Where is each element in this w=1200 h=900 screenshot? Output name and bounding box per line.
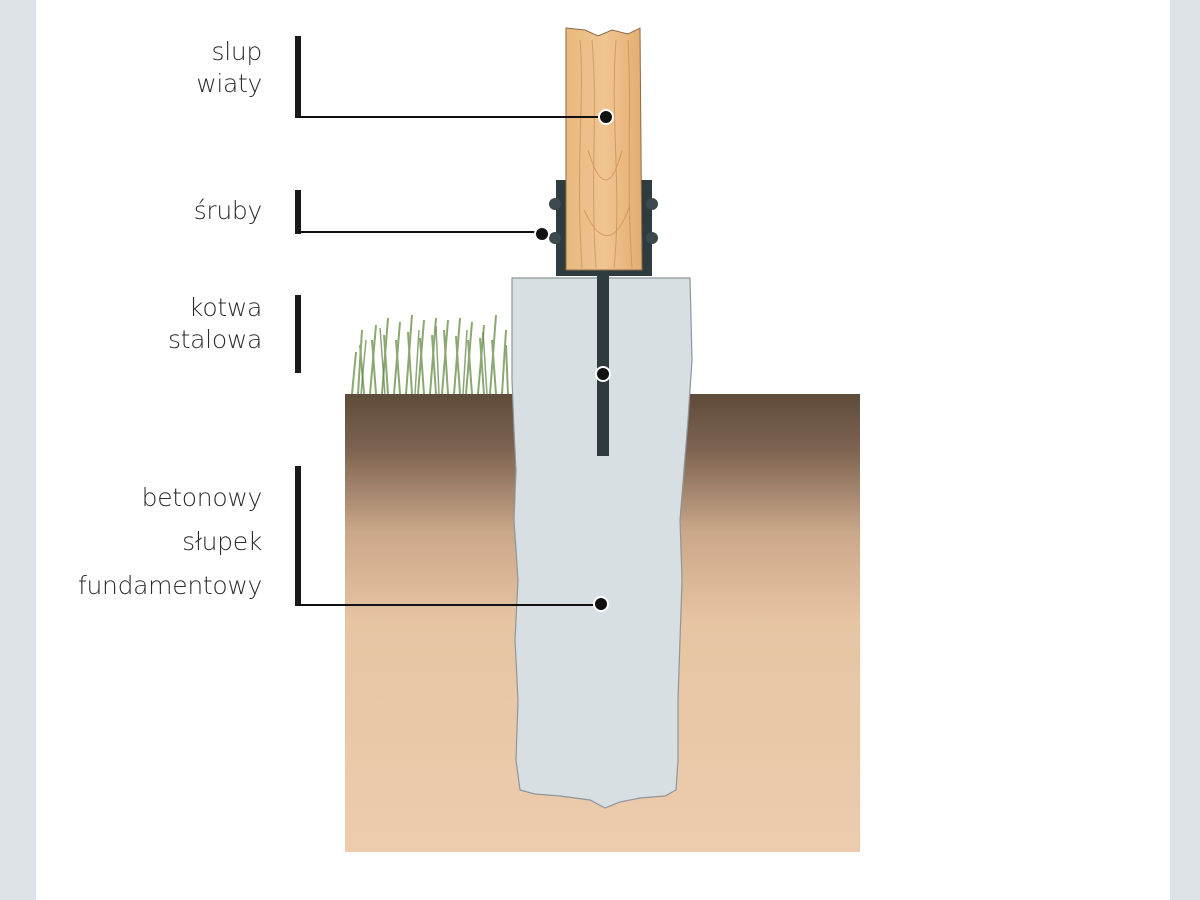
wooden-post: [565, 27, 643, 271]
bolts: [549, 198, 658, 244]
label-beton-line3: fundamentowy: [78, 571, 262, 600]
label-bars: [295, 36, 301, 606]
steel-anchor: [597, 272, 609, 456]
bolt-3: [646, 198, 658, 210]
leader-dots: [534, 109, 614, 612]
label-beton-line1: betonowy: [141, 483, 263, 512]
grass: [351, 314, 509, 395]
page-frame: slup wiaty śruby kotwa stalowa betonowy …: [36, 0, 1170, 900]
concrete-pillar: [511, 277, 693, 809]
label-kotwa-stalowa: kotwa stalowa: [168, 292, 262, 356]
label-slup-line1: slup: [211, 37, 263, 66]
label-kotwa-line2: stalowa: [167, 325, 262, 354]
label-betonowy-slupek: betonowy słupek fundamentowy: [78, 476, 262, 608]
label-beton-line2: słupek: [182, 527, 262, 556]
bolt-1: [549, 198, 561, 210]
leader-lines: [298, 116, 606, 606]
label-slup-line2: wiaty: [196, 69, 262, 98]
bolt-2: [549, 232, 561, 244]
foundation-diagram: [295, 27, 860, 852]
bolt-4: [646, 232, 658, 244]
label-sruby-text: śruby: [193, 196, 263, 225]
label-slup-wiaty: slup wiaty: [196, 36, 262, 100]
label-sruby: śruby: [193, 195, 263, 227]
label-kotwa-line1: kotwa: [189, 293, 262, 322]
